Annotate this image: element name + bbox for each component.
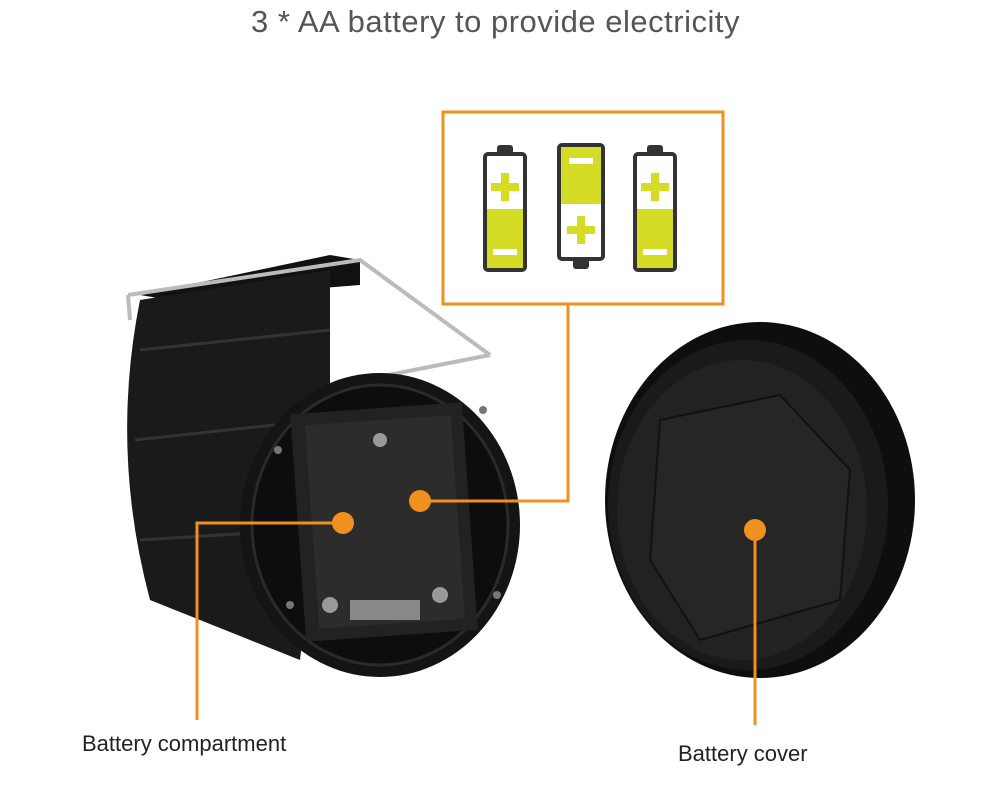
battery-icon bbox=[633, 145, 677, 272]
callout-dot bbox=[332, 512, 354, 534]
battery-icon-inverted bbox=[557, 143, 605, 269]
lantern-photo bbox=[126, 255, 520, 677]
callout-dot bbox=[744, 519, 766, 541]
callout-lines bbox=[195, 110, 757, 725]
battery-cover-photo bbox=[605, 322, 915, 678]
battery-icon bbox=[483, 145, 527, 272]
battery-compartment-label: Battery compartment bbox=[82, 731, 287, 756]
battery-cover-label: Battery cover bbox=[678, 741, 808, 766]
callout-dot bbox=[409, 490, 431, 512]
page-title: 3 * AA battery to provide electricity bbox=[251, 4, 740, 39]
